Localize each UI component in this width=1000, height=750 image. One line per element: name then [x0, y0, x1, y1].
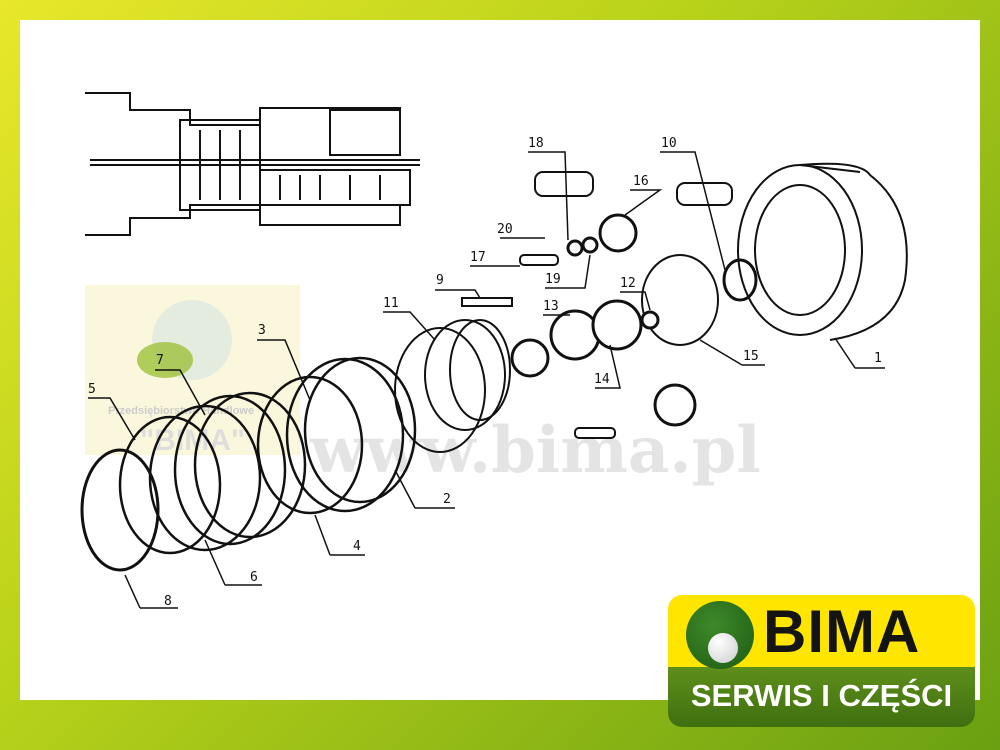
label-part-16: 16	[633, 174, 649, 189]
label-part-12: 12	[620, 276, 636, 291]
pin-part-10	[676, 182, 733, 206]
gears	[510, 213, 697, 427]
label-part-10: 10	[661, 136, 677, 151]
pin	[574, 427, 616, 439]
watermark-company-name: "BIMA"	[140, 424, 245, 457]
label-part-13: 13	[543, 299, 559, 314]
bima-logo: BIMA SERWIS I CZĘŚCI	[668, 595, 975, 730]
watermark-logo-leaf	[137, 342, 193, 378]
disc-part-15	[641, 254, 719, 346]
label-part-5: 5	[88, 382, 96, 397]
label-part-18: 18	[528, 136, 544, 151]
label-part-17: 17	[470, 250, 486, 265]
key-part-9	[461, 297, 513, 307]
part-label-leaders	[88, 151, 885, 609]
label-part-3: 3	[258, 323, 266, 338]
label-part-19: 19	[545, 272, 561, 287]
label-part-14: 14	[594, 372, 610, 387]
logo-bottom-band	[668, 667, 975, 727]
label-part-4: 4	[353, 539, 361, 554]
logo-white-ball-icon	[708, 633, 738, 663]
clutch-plates	[80, 356, 417, 572]
label-part-8: 8	[164, 594, 172, 609]
label-part-7: 7	[156, 353, 164, 368]
clutch-drum-part-11	[394, 319, 511, 453]
watermark-url: www.bima.pl	[309, 413, 761, 488]
logo-tagline: SERWIS I CZĘŚCI	[690, 678, 953, 713]
label-part-2: 2	[443, 492, 451, 507]
cross-section-drawing	[85, 92, 420, 236]
label-part-15: 15	[743, 349, 759, 364]
label-part-9: 9	[436, 273, 444, 288]
label-part-20: 20	[497, 222, 513, 237]
pin-part-18	[534, 171, 594, 197]
housing-part-1	[737, 162, 908, 341]
bearing-part-10	[722, 258, 758, 302]
logo-brand: BIMA	[763, 598, 921, 665]
label-part-6: 6	[250, 570, 258, 585]
label-part-11: 11	[383, 296, 399, 311]
label-part-1: 1	[874, 351, 882, 366]
pin-part-17	[519, 254, 559, 266]
